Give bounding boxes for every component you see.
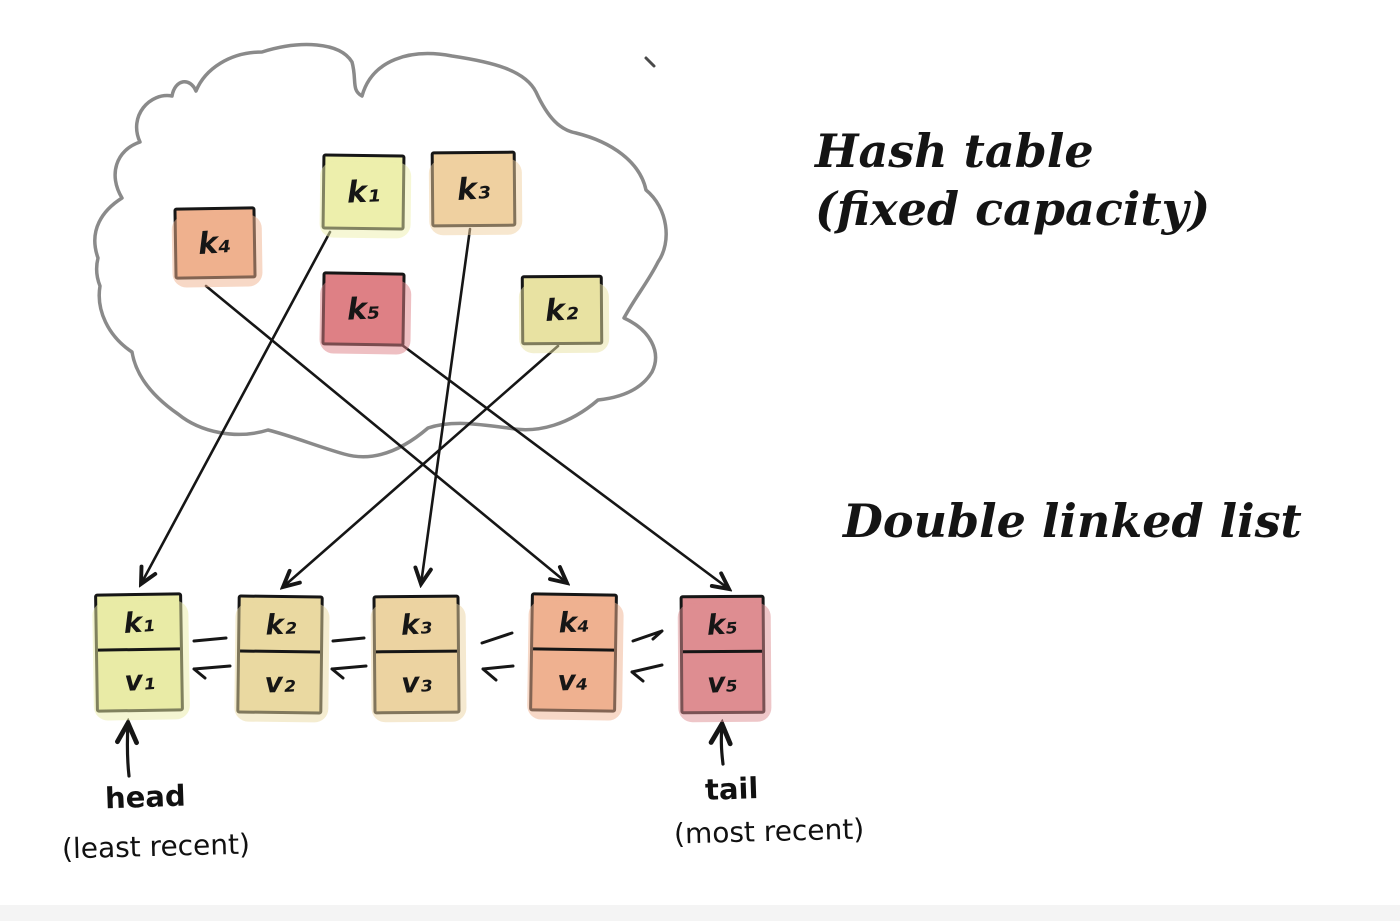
arrow-k5-to-node5 — [396, 340, 729, 589]
hash-key-box-k2: k₂ — [520, 274, 604, 346]
hash-key-label: k₅ — [346, 290, 381, 328]
node-value-cell: v₄ — [532, 650, 614, 709]
node-key-cell: k₃ — [375, 597, 457, 654]
next-link-3-4 — [480, 631, 514, 645]
prev-link-1-2 — [192, 664, 232, 680]
node-value-cell: v₁ — [98, 650, 181, 709]
prev-link-4-5 — [630, 663, 664, 683]
head-pointer-arrow — [127, 723, 129, 778]
pen-tick — [644, 56, 656, 68]
bottom-strip — [0, 905, 1400, 921]
list-node-4: k₄ v₄ — [529, 592, 618, 713]
node-value-label: v₃ — [400, 664, 433, 700]
hash-key-label: k₄ — [197, 224, 233, 262]
list-node-2: k₂ v₂ — [236, 594, 324, 715]
tail-label: tail — [704, 771, 759, 807]
node-key-cell: k₅ — [682, 597, 762, 654]
node-value-label: v₁ — [123, 662, 156, 698]
hash-key-label: k₃ — [455, 170, 492, 208]
head-note: (least recent) — [61, 827, 251, 866]
prev-link-2-3 — [330, 664, 368, 680]
next-link-4-5 — [631, 629, 664, 643]
node-key-cell: k₁ — [97, 595, 180, 652]
hash-key-box-k4: k₄ — [173, 206, 257, 280]
node-value-label: v₄ — [557, 662, 589, 698]
node-key-label: k₄ — [557, 604, 591, 640]
tail-pointer-arrow — [721, 724, 723, 766]
arrow-k4-to-node4 — [204, 284, 567, 583]
node-value-label: v₅ — [706, 664, 739, 700]
node-key-label: k₃ — [399, 606, 433, 642]
hash-key-label: k₂ — [544, 291, 580, 329]
next-link-2-3 — [331, 636, 366, 643]
hash-table-title-line2: (fixed capacity) — [815, 182, 1211, 236]
list-node-1: k₁ v₁ — [94, 592, 184, 713]
arrow-k1-to-node1 — [141, 230, 332, 584]
node-value-cell: v₂ — [239, 653, 320, 712]
node-value-cell: v₅ — [683, 653, 762, 712]
prev-link-3-4 — [481, 664, 515, 682]
node-value-cell: v₃ — [376, 653, 458, 712]
next-link-1-2 — [192, 636, 228, 643]
tail-note: (most recent) — [673, 812, 865, 851]
hash-key-label: k₁ — [346, 173, 381, 211]
node-value-label: v₂ — [263, 664, 296, 700]
node-key-label: k₂ — [264, 606, 297, 642]
hash-table-title-line1: Hash table — [815, 124, 1094, 178]
linked-list-title: Double linked list — [843, 494, 1302, 548]
hash-key-box-k5: k₅ — [321, 271, 406, 347]
arrow-k2-to-node2 — [283, 344, 560, 587]
hash-table-title: Hash table (fixed capacity) — [815, 122, 1210, 238]
list-node-5: k₅ v₅ — [679, 594, 766, 715]
node-key-cell: k₂ — [240, 597, 321, 654]
node-key-cell: k₄ — [533, 595, 615, 652]
hash-table-cloud-outline — [93, 42, 668, 459]
list-node-3: k₃ v₃ — [372, 594, 461, 715]
arrow-k3-to-node3 — [421, 227, 472, 584]
hash-key-box-k3: k₃ — [430, 150, 517, 228]
hash-key-box-k1: k₁ — [321, 153, 406, 231]
head-label: head — [104, 778, 187, 816]
node-key-label: k₅ — [705, 606, 739, 642]
node-key-label: k₁ — [121, 604, 156, 640]
